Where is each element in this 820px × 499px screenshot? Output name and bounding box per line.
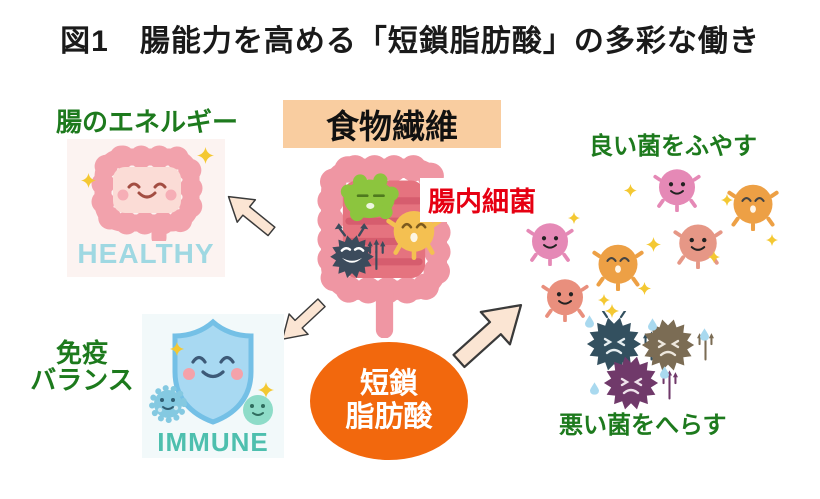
sparkle-icon xyxy=(605,304,619,318)
sweat-drop-icon xyxy=(590,382,599,395)
bad-bacterium-taupe-icon xyxy=(641,319,714,371)
scfa-line1: 短鎖 xyxy=(359,367,418,400)
bad-bacterium-purple-icon xyxy=(603,356,678,410)
teal-cell-icon xyxy=(243,395,273,425)
good-bacterium-orange-icon xyxy=(727,179,779,231)
good-bacterium-coral-icon xyxy=(541,274,589,322)
sparkle-icon xyxy=(638,282,651,295)
gut-bacteria-label: 腸内細菌 xyxy=(420,178,544,222)
healthy-intestine-illustration xyxy=(81,145,214,241)
scfa-line2: 脂肪酸 xyxy=(345,401,433,433)
sweat-drop-icon xyxy=(648,318,657,331)
sparkle-icon xyxy=(708,251,720,263)
immune-badge: IMMUNE xyxy=(157,427,269,457)
gut-energy-label: 腸のエネルギー xyxy=(56,107,239,137)
sparkle-icon xyxy=(568,212,580,224)
immune-balance-line2: バランス xyxy=(30,365,134,396)
sparkle-icon xyxy=(721,194,733,206)
healthy-badge: HEALTHY xyxy=(77,238,215,269)
sparkle-icon xyxy=(624,184,637,197)
good-bacterium-orange-icon xyxy=(592,239,644,291)
dietary-fiber-box: 食物繊維 xyxy=(283,100,501,148)
immune-shield-card: IMMUNE xyxy=(142,314,284,458)
page-title: 図1 腸能力を高める「短鎖脂肪酸」の多彩な働き xyxy=(60,25,760,58)
sparkle-icon xyxy=(766,234,778,246)
good-bacterium-pink-icon xyxy=(526,218,574,266)
sweat-drop-icon xyxy=(660,366,669,379)
immune-balance-label: 免疫 バランス xyxy=(26,338,138,396)
dietary-fiber-label: 食物繊維 xyxy=(326,108,458,145)
bad-bacterium-teal-icon xyxy=(586,311,660,371)
bad-bacteria-label: 悪い菌をへらす xyxy=(559,412,727,439)
blue-virus-icon xyxy=(149,385,187,423)
dark-bacterium-icon xyxy=(330,223,386,278)
good-bacteria-label: 良い菌をふやす xyxy=(589,133,757,160)
immune-shield-illustration xyxy=(149,318,274,425)
healthy-intestine-card: HEALTHY xyxy=(67,139,225,277)
gut-bacteria-illustration xyxy=(317,155,451,338)
sweat-drop-icon xyxy=(585,315,594,328)
immune-balance-line1: 免疫 xyxy=(55,338,108,368)
scfa-circle: 短鎖 脂肪酸 xyxy=(310,342,468,460)
sparkle-icon xyxy=(646,237,661,252)
good-bacterium-pink-icon xyxy=(653,164,701,212)
good-bacterium-salmon-icon xyxy=(673,219,723,269)
sweat-drop-icon xyxy=(700,328,709,341)
green-bacterium-icon xyxy=(340,173,399,222)
